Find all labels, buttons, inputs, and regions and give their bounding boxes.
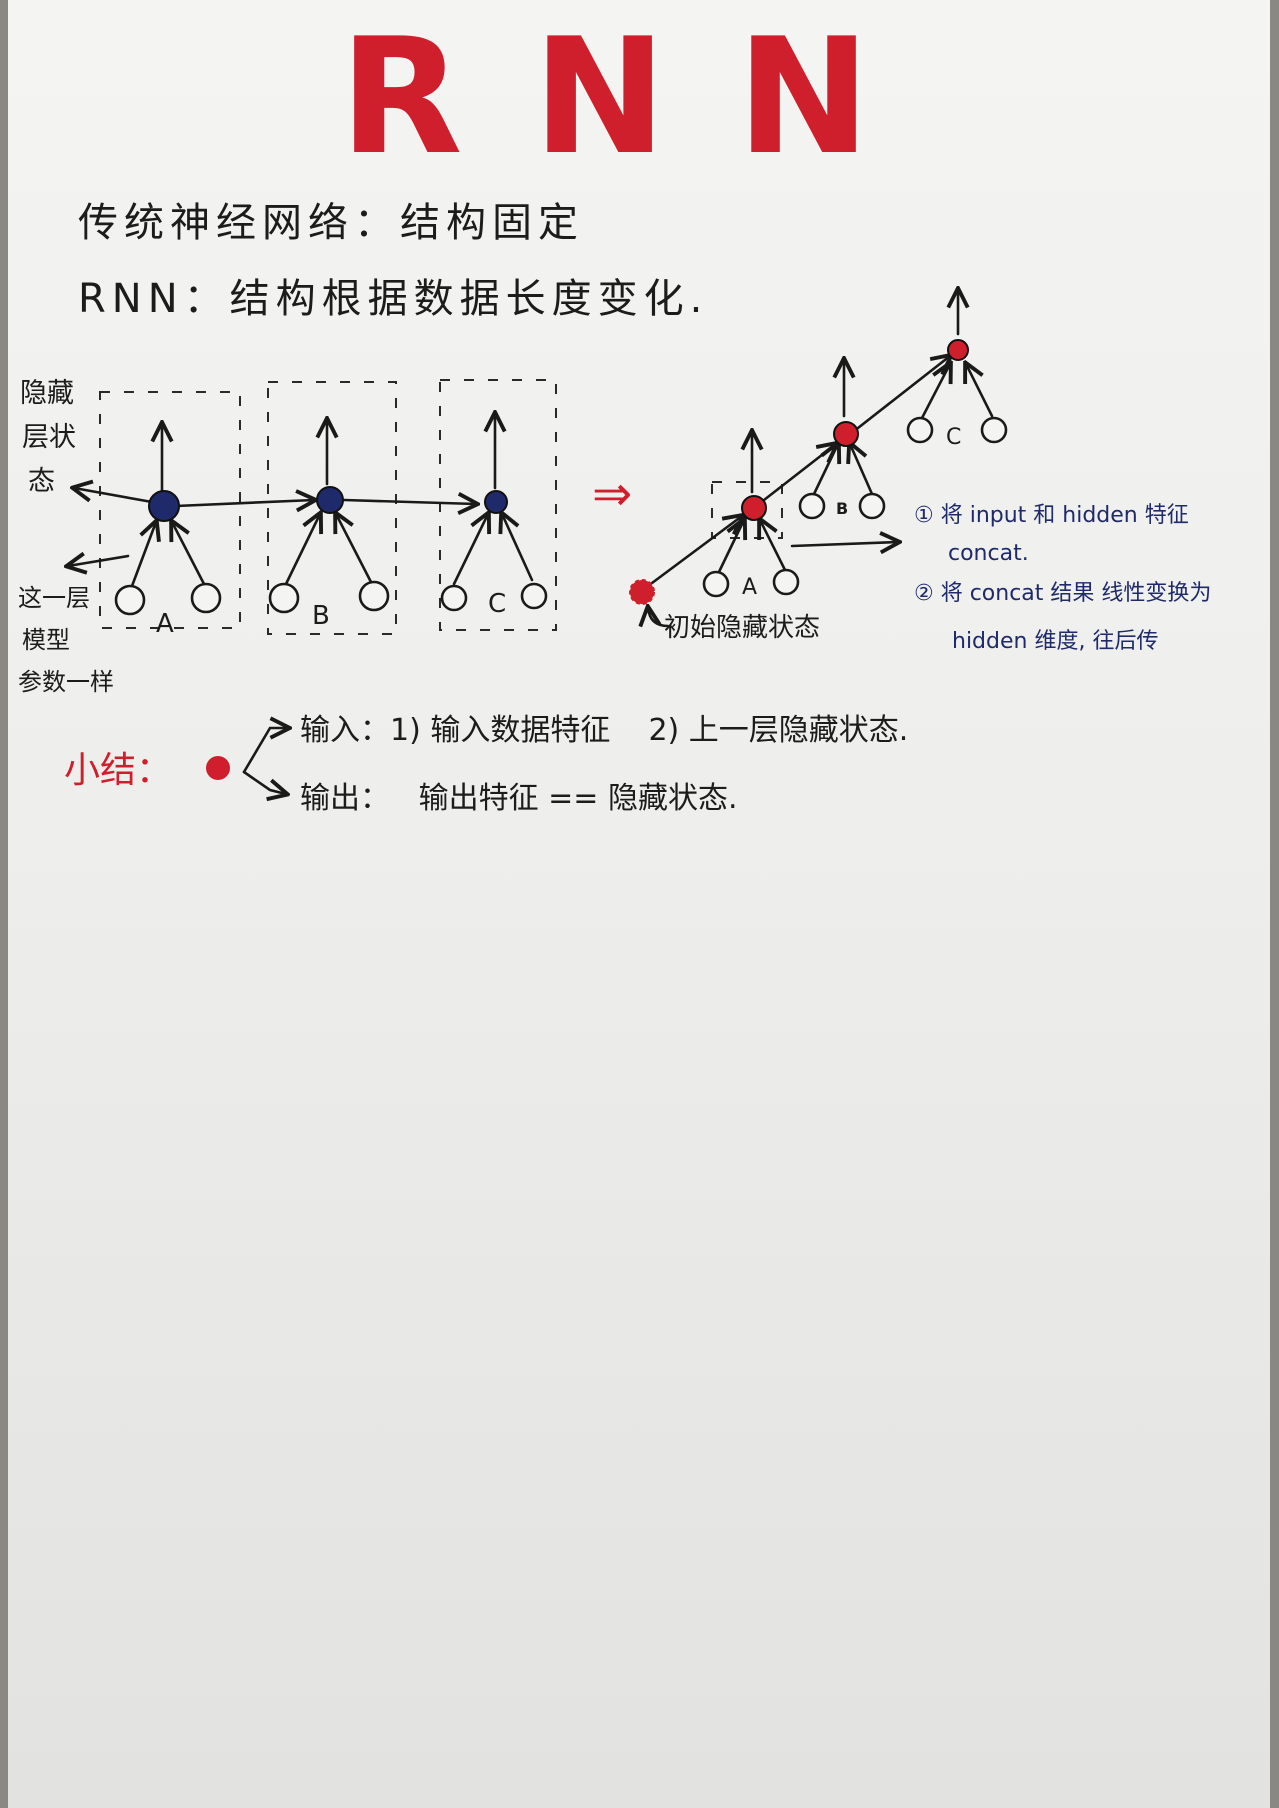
input-node-rc1 (906, 416, 934, 444)
note-arrow (790, 542, 898, 546)
input-arrow-c2 (502, 514, 534, 582)
init-to-node1 (646, 516, 742, 588)
note1-line2: concat. (948, 541, 1029, 566)
summary-label: 小结： (64, 750, 172, 791)
input-arrow-a1 (130, 522, 156, 588)
input-node-ra1 (702, 570, 730, 598)
hidden-flow-b-c (342, 500, 476, 504)
input-c1-arrow (920, 364, 950, 420)
init-hidden-node (629, 579, 655, 605)
rnn-node-3 (947, 339, 969, 361)
transform-arrow: ⇒ (592, 466, 632, 522)
note1-line1: ① 将 input 和 hidden 特征 (914, 503, 1189, 528)
summary-branch-input (242, 728, 288, 774)
hidden-state-label: 隐藏 层状 态 (20, 378, 85, 497)
paper-sheet (8, 0, 1270, 1808)
page-title: RNN (339, 3, 940, 190)
hidden-flow-a-b (174, 500, 314, 506)
summary-node (206, 756, 230, 780)
cell-box-a (99, 391, 241, 629)
rnn-node-2 (833, 421, 859, 447)
summary-output-line: 输出： 输出特征 == 隐藏状态. (300, 781, 738, 816)
line-traditional-nn: 传统神经网络：结构固定 (78, 200, 584, 246)
input-node-rc2 (980, 416, 1008, 444)
input-arrow-b1 (284, 514, 320, 586)
cell-label-c: C (488, 589, 506, 619)
arrow-to-hidden-label (74, 488, 154, 504)
input-label-b: B (836, 499, 848, 518)
input-b2-arrow (850, 444, 874, 496)
summary-input-line: 输入：1) 输入数据特征 2) 上一层隐藏状态. (300, 713, 908, 748)
note2-line2: hidden 维度, 往后传 (952, 629, 1158, 654)
summary-section: 小结： 输入：1) 输入数据特征 2) 上一层隐藏状态. 输出： 输出特征 ==… (64, 713, 908, 816)
input-node-a1 (114, 584, 146, 616)
cell-box-right (711, 481, 783, 539)
input-node-rb1 (798, 492, 826, 520)
note2-line1: ② 将 concat 结果 线性变换为 (914, 581, 1211, 606)
input-arrow-c1 (452, 514, 488, 586)
hidden-node-a (148, 490, 180, 522)
input-node-b1 (268, 582, 300, 614)
input-node-c1 (440, 584, 468, 612)
input-arrow-a2 (172, 522, 206, 586)
input-label-c: C (946, 425, 961, 450)
recursive-rnn-diagram: A B C 初始隐藏状态 ① 将 input 和 hidden 特征 conca… (629, 290, 1211, 654)
input-b1-arrow (812, 444, 838, 496)
shared-params-label: 这一层 模型 参数一样 (18, 584, 114, 696)
input-label-a: A (742, 575, 757, 600)
input-c2-arrow (966, 364, 994, 418)
cell-box-c (439, 379, 557, 631)
hidden-node-c (484, 490, 508, 514)
input-node-ra2 (772, 568, 800, 596)
hidden-node-b (316, 486, 344, 514)
input-arrow-b2 (336, 514, 374, 586)
input-a2-arrow (760, 520, 788, 574)
cell-label-a: A (156, 609, 174, 639)
line-rnn-structure: RNN：结构根据数据长度变化. (78, 276, 708, 322)
input-node-b2 (358, 580, 390, 612)
rnn-node-1 (741, 495, 767, 521)
cell-label-b: B (312, 601, 330, 631)
init-hidden-label: 初始隐藏状态 (664, 613, 820, 643)
cell-box-b (267, 381, 397, 635)
input-node-c2 (520, 582, 548, 610)
summary-branch-output (242, 770, 286, 794)
input-node-a2 (190, 582, 222, 614)
input-a1-arrow (716, 520, 744, 576)
arrow-to-params-label (68, 556, 130, 566)
input-node-rb2 (858, 492, 886, 520)
init-label-arrow (648, 608, 670, 628)
unrolled-rnn-diagram: 隐藏 层状 态 这一层 模型 参数一样 (18, 378, 557, 696)
